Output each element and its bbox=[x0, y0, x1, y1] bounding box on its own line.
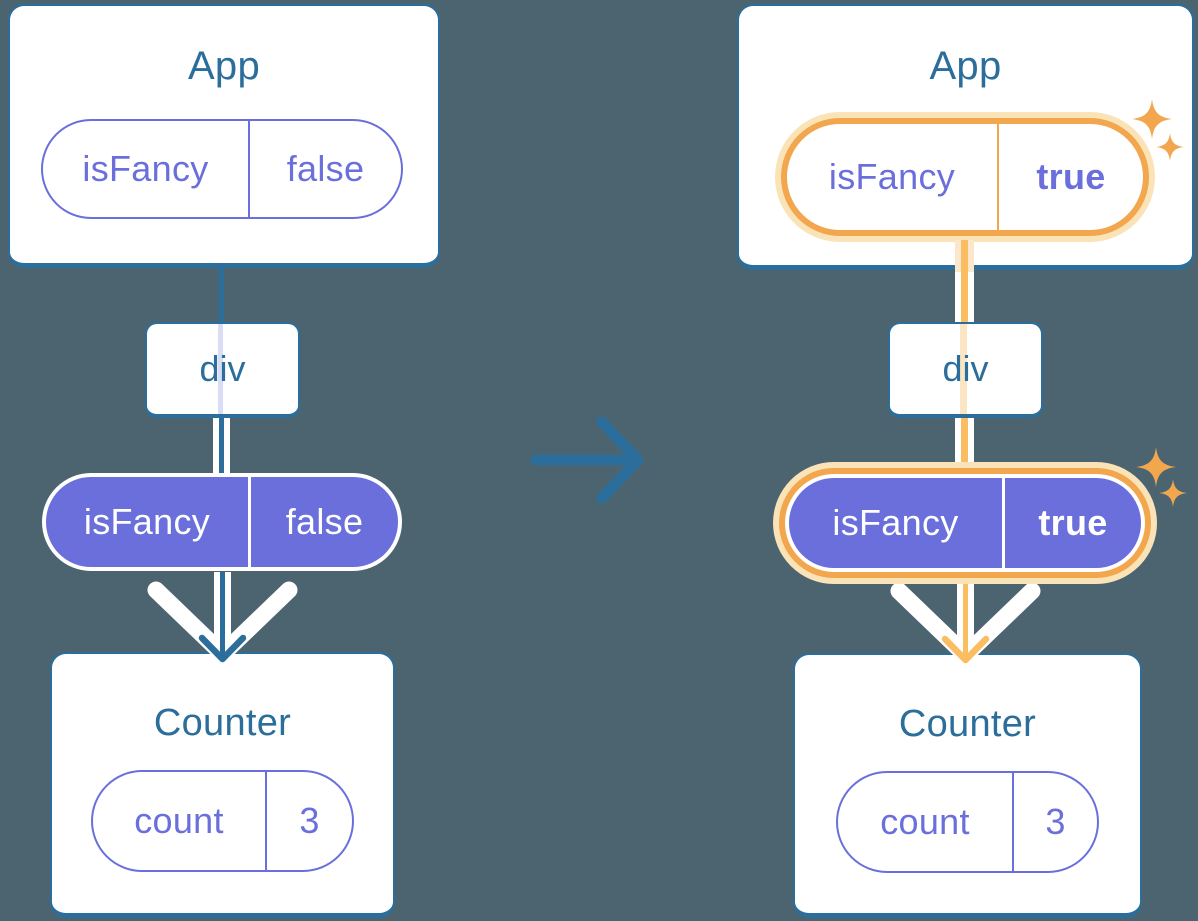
div-label: div bbox=[199, 348, 246, 389]
component-title: Counter bbox=[153, 702, 292, 744]
sparkle-icon bbox=[1156, 133, 1184, 161]
props-flow-arrow-icon bbox=[890, 573, 1041, 664]
prop-pill-key: isFancy bbox=[43, 121, 250, 217]
prop-pill: isFancy false bbox=[41, 119, 403, 219]
props-flow-arrow-icon bbox=[147, 572, 298, 663]
div-element-card: div bbox=[888, 322, 1043, 418]
app-component-card: App isFancy false bbox=[8, 4, 440, 268]
sparkle-icon bbox=[1132, 99, 1172, 139]
component-title: Counter bbox=[898, 703, 1037, 745]
props-flow-line bbox=[955, 416, 974, 464]
app-component-card: App isFancy true bbox=[737, 4, 1194, 270]
counter-component-card: Counter count 3 bbox=[50, 652, 395, 918]
prop-pill-value: false bbox=[286, 148, 365, 189]
state-var-pill: count 3 bbox=[91, 770, 354, 872]
sparkle-icon bbox=[1136, 447, 1176, 487]
state-flow-line bbox=[955, 272, 974, 324]
prop-pill-highlighted: isFancy true bbox=[787, 124, 1143, 230]
counter-component-card: Counter count 3 bbox=[793, 653, 1142, 918]
state-var-key: count bbox=[93, 772, 267, 870]
state-var-key: count bbox=[838, 773, 1014, 871]
parent-child-connector-line bbox=[219, 265, 224, 324]
state-pill: isFancy false bbox=[42, 473, 402, 571]
state-var-pill: count 3 bbox=[836, 771, 1099, 873]
state-pill-highlighted: isFancy true bbox=[785, 474, 1145, 572]
div-label: div bbox=[942, 348, 989, 389]
state-pill-key: isFancy bbox=[46, 477, 251, 567]
state-flow-line bbox=[955, 240, 974, 273]
state-pill-value: false bbox=[285, 501, 364, 542]
props-flow-line bbox=[213, 416, 230, 475]
prop-pill-value: true bbox=[1036, 156, 1106, 197]
passthrough-line bbox=[960, 324, 967, 414]
passthrough-line bbox=[218, 324, 223, 414]
state-var-value: 3 bbox=[1045, 801, 1066, 842]
component-title: App bbox=[187, 44, 261, 88]
state-pill-key: isFancy bbox=[789, 478, 1005, 568]
component-title: App bbox=[929, 44, 1002, 88]
div-element-card: div bbox=[145, 322, 300, 418]
prop-pill-key: isFancy bbox=[787, 124, 999, 230]
state-pill-value: true bbox=[1038, 502, 1108, 543]
sparkle-icon bbox=[1159, 479, 1187, 507]
transition-arrow-icon bbox=[530, 416, 644, 504]
state-var-value: 3 bbox=[299, 800, 320, 841]
